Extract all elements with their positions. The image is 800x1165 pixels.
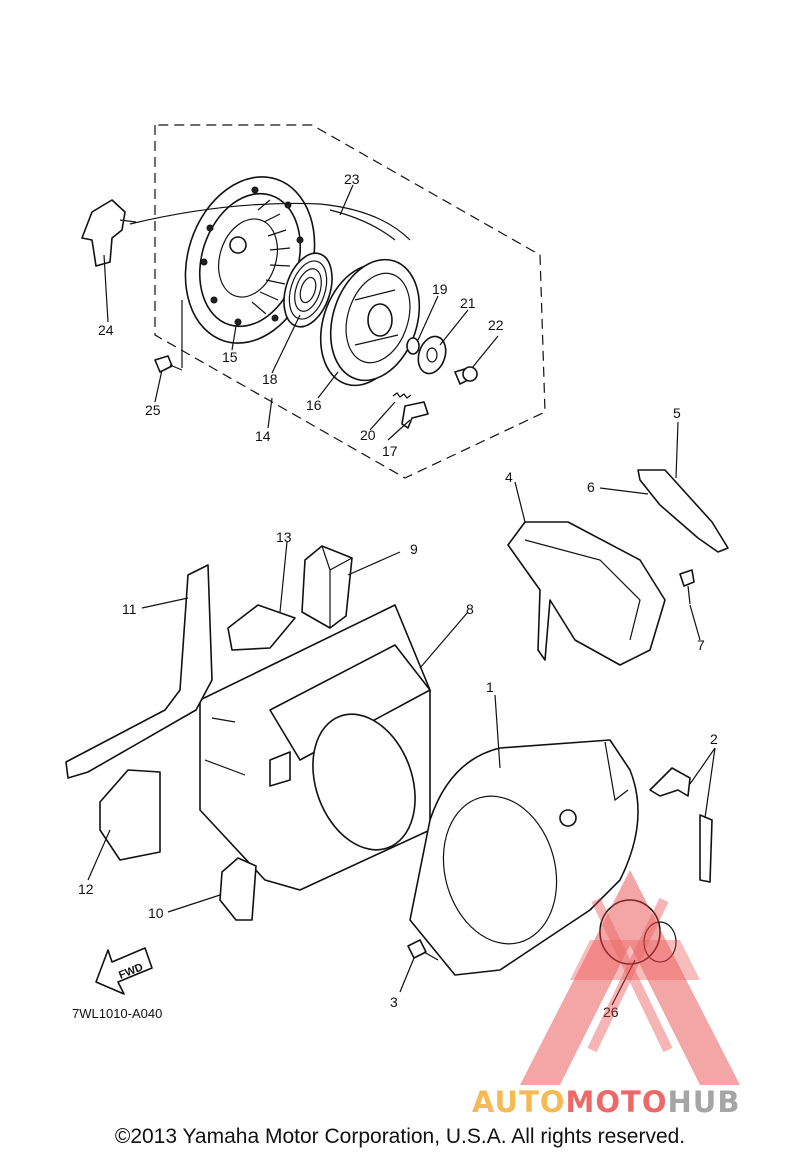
fwd-arrow-icon: FWD (95, 947, 153, 995)
circlip-part (406, 337, 420, 355)
center-bolt-part (454, 366, 478, 385)
foam-pad-9-part (301, 545, 353, 629)
callout-6: 6 (587, 479, 595, 495)
callout-17: 17 (382, 443, 398, 459)
clip-2a-part (649, 767, 691, 797)
diagram-code: 7WL1010-A040 (72, 1006, 162, 1021)
watermark-hub: HUB (668, 1085, 741, 1119)
svg-text:AUTOMOTOHUB: AUTOMOTOHUB (472, 1085, 740, 1119)
callout-7: 7 (697, 637, 705, 653)
callout-22: 22 (488, 317, 504, 333)
bolt-7-part (679, 569, 695, 605)
starter-handle-part (81, 199, 137, 267)
bolt-25-part (154, 355, 183, 373)
callout-23: 23 (344, 171, 360, 187)
callout-1: 1 (486, 679, 494, 695)
clip-2b-part (699, 814, 713, 883)
copyright-footer: ©2013 Yamaha Motor Corporation, U.S.A. A… (114, 1125, 686, 1148)
seal-strip-11-part (65, 564, 213, 779)
foam-pad-13-part (227, 604, 296, 651)
callout-9: 9 (410, 541, 418, 557)
callout-2: 2 (710, 731, 718, 747)
callout-3: 3 (390, 994, 398, 1010)
callout-11: 11 (122, 601, 137, 617)
callout-10: 10 (148, 905, 164, 921)
starter-housing-part (184, 176, 316, 344)
air-shroud-part (199, 604, 431, 891)
bolt-3-part (407, 939, 439, 961)
leader-lines (87, 184, 716, 1006)
automotohub-watermark-logo: AUTOMOTOHUB (472, 870, 740, 1119)
callout-24: 24 (98, 322, 114, 338)
recoil-starter-assembly-outline (154, 124, 546, 479)
foam-pad-10-part (219, 857, 257, 921)
callout-19: 19 (432, 281, 448, 297)
starter-rope-part (129, 202, 411, 241)
cover-bracket-part (507, 521, 666, 666)
callout-25: 25 (145, 402, 161, 418)
callout-14: 14 (255, 428, 271, 444)
grommet-26-part (599, 899, 677, 965)
pulley-reel-part (319, 258, 421, 387)
foam-pad-12-part (99, 769, 161, 861)
callout-15: 15 (222, 349, 238, 365)
ratchet-spring-part (392, 392, 412, 399)
fan-cover-part (409, 739, 639, 976)
recoil-spring-part (283, 252, 333, 328)
callout-4: 4 (505, 469, 513, 485)
callout-26: 26 (603, 1004, 619, 1020)
callout-20: 20 (360, 427, 376, 443)
callout-5: 5 (673, 405, 681, 421)
watermark-moto: MOTO (566, 1085, 668, 1119)
watermark-auto: AUTO (472, 1085, 566, 1119)
callout-labels: 1 2 3 4 5 6 7 8 9 10 11 12 13 14 15 16 1… (78, 171, 718, 1020)
callout-13: 13 (276, 529, 292, 545)
callout-16: 16 (306, 397, 322, 413)
callout-12: 12 (78, 881, 94, 897)
callout-18: 18 (262, 371, 278, 387)
callout-8: 8 (466, 601, 474, 617)
plate-5-part (637, 469, 729, 553)
callout-21: 21 (460, 295, 476, 311)
washer-part (417, 335, 447, 375)
